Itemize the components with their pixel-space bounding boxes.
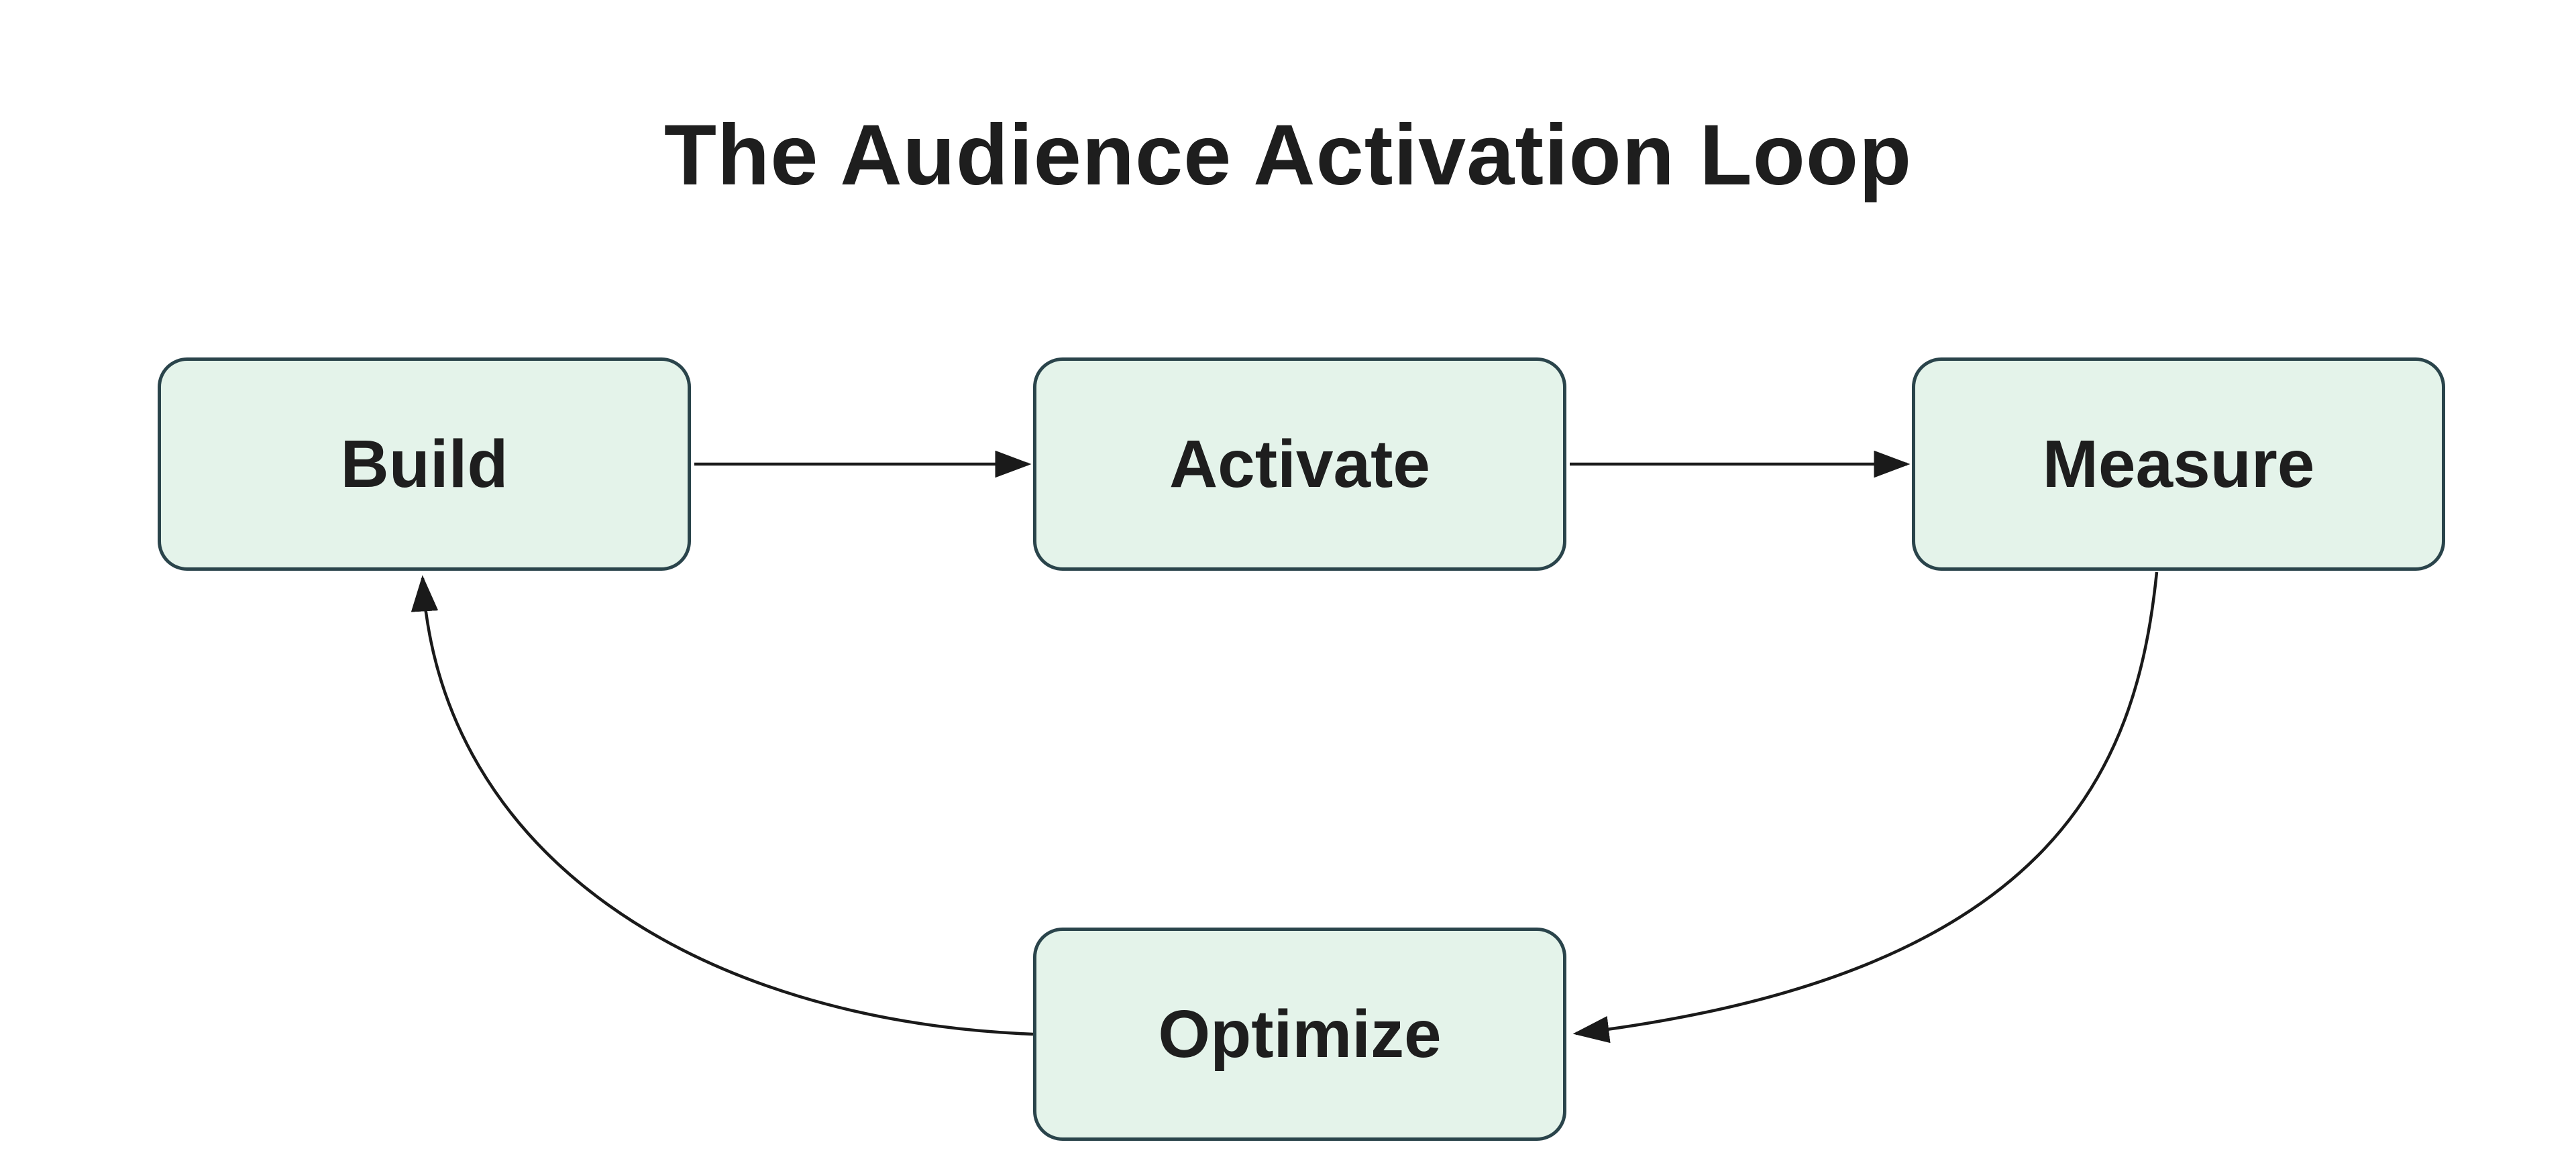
node-measure: Measure: [1912, 357, 2445, 571]
arrow-optimize-to-build: [411, 575, 1034, 1036]
node-activate-label: Activate: [1169, 426, 1431, 502]
node-optimize: Optimize: [1033, 928, 1566, 1141]
arrow-measure-to-optimize: [1572, 571, 2159, 1044]
node-optimize-label: Optimize: [1158, 996, 1442, 1072]
node-build: Build: [158, 357, 691, 571]
node-build-label: Build: [340, 426, 508, 502]
diagram-title: The Audience Activation Loop: [663, 107, 1913, 203]
node-measure-label: Measure: [2042, 426, 2315, 502]
node-activate: Activate: [1033, 357, 1566, 571]
